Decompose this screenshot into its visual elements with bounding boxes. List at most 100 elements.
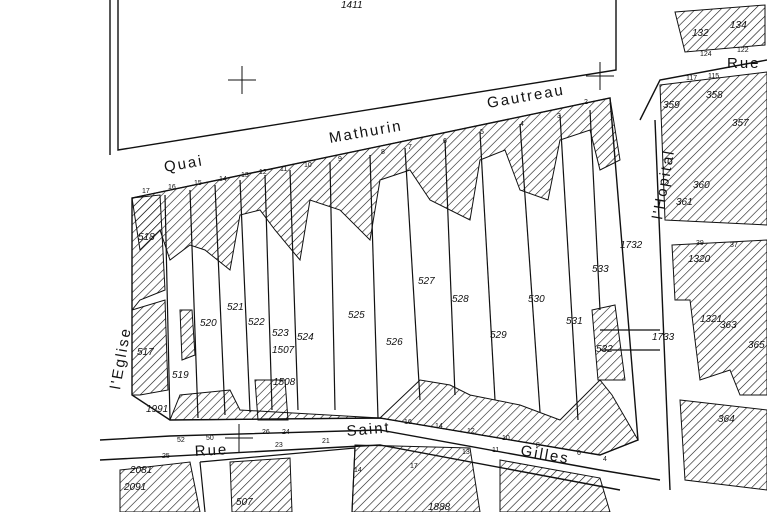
parcel-1888: 1888: [428, 502, 451, 512]
house-number: 39: [696, 240, 704, 247]
parcel-1991: 1991: [146, 404, 168, 415]
parcel-529: 529: [490, 330, 507, 341]
parcel-2081: 2081: [129, 465, 152, 476]
parcel-357: 357: [732, 118, 749, 129]
building-517: [131, 299, 169, 396]
building-520-annex: [179, 309, 196, 361]
parcel-1733-connector: [600, 329, 660, 351]
house-number: 37: [730, 242, 738, 249]
buildings-357-361: [659, 71, 767, 226]
buildings-132-134: [674, 4, 766, 53]
house-number: 50: [206, 435, 214, 442]
street-gautreau: Gautreau: [486, 82, 566, 112]
house-number: 16: [404, 419, 412, 426]
house-numbers-quay: 17 16 15 14 13 12 11 10 9 8 7 6 5 4 3 2: [142, 99, 588, 195]
building-518: [131, 194, 166, 312]
house-number: 12: [467, 428, 475, 435]
parcel-divisions: [164, 109, 601, 421]
parcel-labels: 1411 132 134 359 358 357 360 361 1320 13…: [123, 0, 765, 512]
buildings-south-east: [499, 459, 611, 512]
house-number: 14: [435, 423, 443, 430]
house-number: 13: [241, 172, 249, 179]
buildings-1320-365: [671, 239, 767, 396]
parcel-522: 522: [248, 317, 265, 328]
parcel-1508: 1508: [273, 377, 296, 388]
street-rue-bottom: Rue: [194, 441, 228, 460]
parcel-507-boundary: [199, 447, 356, 512]
house-number: 3: [557, 113, 561, 120]
parcel-360: 360: [693, 180, 710, 191]
house-numbers-misc: 124 122 117 115 39 37 25 17 13 11 14: [162, 47, 749, 474]
house-number: 8: [381, 149, 385, 156]
house-number: 52: [177, 437, 185, 444]
street-rue-top: Rue: [727, 55, 761, 72]
house-number: 122: [737, 47, 749, 54]
parcel-528: 528: [452, 294, 469, 305]
house-number: 124: [700, 51, 712, 58]
street-mathurin: Mathurin: [328, 117, 404, 147]
parcel-524: 524: [297, 332, 314, 343]
parcel-523: 523: [272, 328, 289, 339]
rue-saint-gilles-edge: [99, 429, 661, 481]
parcel-1507: 1507: [272, 345, 295, 356]
buildings-quay-side: [131, 97, 621, 271]
parcel-517: 517: [137, 347, 154, 358]
house-number: 5: [480, 129, 484, 136]
house-number: 9: [338, 156, 342, 163]
house-number: 13: [462, 449, 470, 456]
parcel-1411-boundary: [117, 0, 617, 151]
parcel-1320: 1320: [688, 254, 711, 265]
parcel-1733: 1733: [652, 332, 675, 343]
parcel-1411: 1411: [341, 0, 363, 11]
house-number: 8: [536, 442, 540, 449]
parcel-132: 132: [692, 28, 709, 39]
parcel-1321: 1321: [700, 314, 722, 325]
parcel-364: 364: [718, 414, 735, 425]
house-number: 4: [520, 121, 524, 128]
street-saint: Saint: [346, 419, 392, 440]
house-number: 117: [686, 75, 697, 82]
parcel-518: 518: [138, 232, 155, 243]
parcel-134: 134: [730, 20, 747, 31]
parcel-533: 533: [592, 264, 609, 275]
parcel-365: 365: [748, 340, 765, 351]
house-number: 12: [259, 169, 267, 176]
parcel-532: 532: [596, 344, 613, 355]
house-number: 15: [194, 180, 202, 187]
house-number: 115: [708, 73, 719, 80]
house-number: 6: [577, 450, 581, 457]
parcel-520: 520: [200, 318, 217, 329]
parcel-531: 531: [566, 316, 583, 327]
house-number: 10: [304, 162, 312, 169]
street-quai: Quai: [163, 152, 205, 176]
house-number: 16: [168, 184, 176, 191]
buildings-1888: [351, 444, 481, 512]
house-number: 21: [322, 438, 330, 445]
street-eglise: l'Eglise: [107, 326, 135, 391]
buildings-south-side: [169, 379, 639, 456]
house-number: 6: [443, 138, 447, 145]
parcel-2091: 2091: [123, 482, 146, 493]
parcel-521: 521: [227, 302, 244, 313]
house-number: 23: [275, 442, 283, 449]
house-number: 14: [219, 176, 227, 183]
house-number: 2: [584, 99, 588, 106]
buildings-south-block: [119, 461, 201, 512]
house-number: 4: [603, 456, 607, 463]
parcel-359: 359: [663, 100, 680, 111]
parcel-530: 530: [528, 294, 545, 305]
house-number: 25: [162, 453, 170, 460]
parcel-519: 519: [172, 370, 189, 381]
buildings-364: [679, 399, 767, 491]
house-numbers-saint-gilles: 52 50 26 24 23 21 16 14 12 10 8 6 4: [177, 419, 607, 463]
parcel-507: 507: [236, 497, 253, 508]
house-number: 11: [492, 447, 499, 454]
parcel-363: 363: [720, 320, 737, 331]
house-number: 17: [410, 463, 418, 470]
registration-cross: [225, 62, 614, 452]
house-number: 26: [262, 429, 270, 436]
house-number: 14: [354, 467, 362, 474]
house-number: 11: [280, 166, 287, 173]
